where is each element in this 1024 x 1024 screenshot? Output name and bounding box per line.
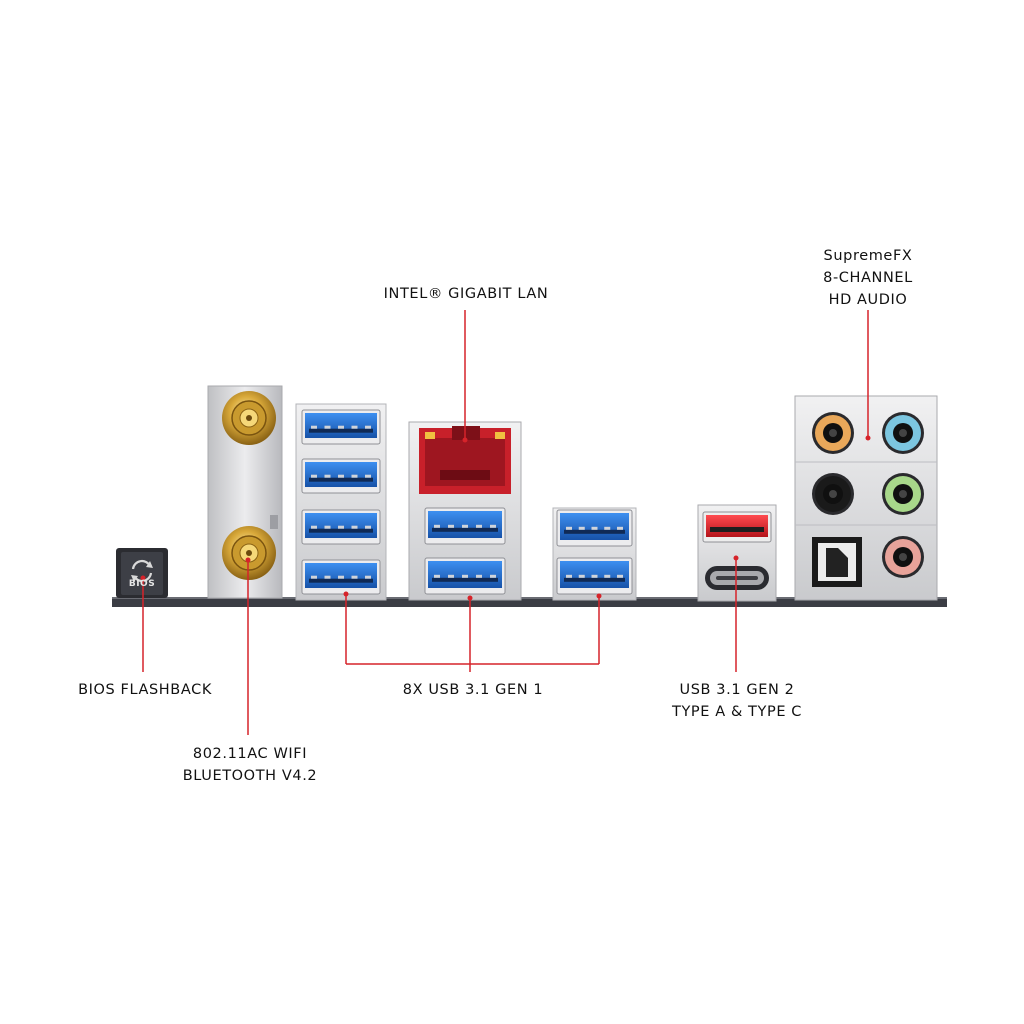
- usb-port-icon: [301, 409, 381, 445]
- callout-lines: [140, 310, 871, 735]
- callout-dot: [467, 595, 473, 601]
- callout-dot: [140, 575, 146, 581]
- callout-dot: [462, 437, 468, 443]
- usb-port-icon: [301, 509, 381, 545]
- usb-port-icon: [424, 557, 506, 595]
- usb-port-icon: [702, 511, 772, 543]
- usb-gen1-label: 8X USB 3.1 GEN 1: [402, 682, 544, 698]
- wifi-antenna-block: [207, 385, 283, 599]
- callout-dot: [343, 591, 349, 597]
- callout-dot: [245, 557, 251, 563]
- audio-jack-icon: [882, 473, 924, 515]
- audio-label-line2: 8-CHANNEL: [823, 270, 913, 286]
- bios-flashback-label: BIOS FLASHBACK: [78, 682, 212, 698]
- audio-jack-icon: [882, 536, 924, 578]
- wifi-label-line2: BLUETOOTH V4.2: [182, 768, 318, 784]
- usb-port-icon: [556, 509, 633, 547]
- usb-c-port-icon: [705, 566, 769, 590]
- usb-gen2-label-line1: USB 3.1 GEN 2: [679, 682, 795, 698]
- bios-flashback-button: [116, 548, 168, 598]
- usb-port-icon: [301, 458, 381, 494]
- audio-jack-icon: [812, 473, 854, 515]
- wifi-label: 802.11AC WIFI BLUETOOTH V4.2: [166, 743, 334, 787]
- usb-port-icon: [556, 557, 633, 595]
- usb-port-icon: [424, 507, 506, 545]
- usb-port-icon: [301, 559, 381, 595]
- usb-gen2-label: USB 3.1 GEN 2 TYPE A & TYPE C: [652, 679, 822, 723]
- audio-label-line1: SupremeFX: [823, 248, 913, 264]
- audio-jack-icon: [882, 412, 924, 454]
- wifi-label-line1: 802.11AC WIFI: [192, 746, 308, 762]
- audio-label: SupremeFX 8-CHANNEL HD AUDIO: [796, 245, 940, 311]
- lan-label: INTEL® GIGABIT LAN: [383, 286, 549, 302]
- audio-jack-icon: [812, 412, 854, 454]
- optical-port-icon: [812, 537, 862, 587]
- bios-button-text: BIOS: [128, 579, 156, 589]
- usb-gen2-label-line2: TYPE A & TYPE C: [671, 704, 803, 720]
- antenna-connector-icon: [222, 526, 276, 580]
- callout-dot: [865, 435, 871, 441]
- usb-gen2-block: [697, 504, 777, 602]
- callout-dot: [733, 555, 739, 561]
- callout-dot: [596, 593, 602, 599]
- antenna-connector-icon: [222, 391, 276, 445]
- board-strip: [112, 597, 947, 607]
- audio-label-line3: HD AUDIO: [828, 292, 908, 308]
